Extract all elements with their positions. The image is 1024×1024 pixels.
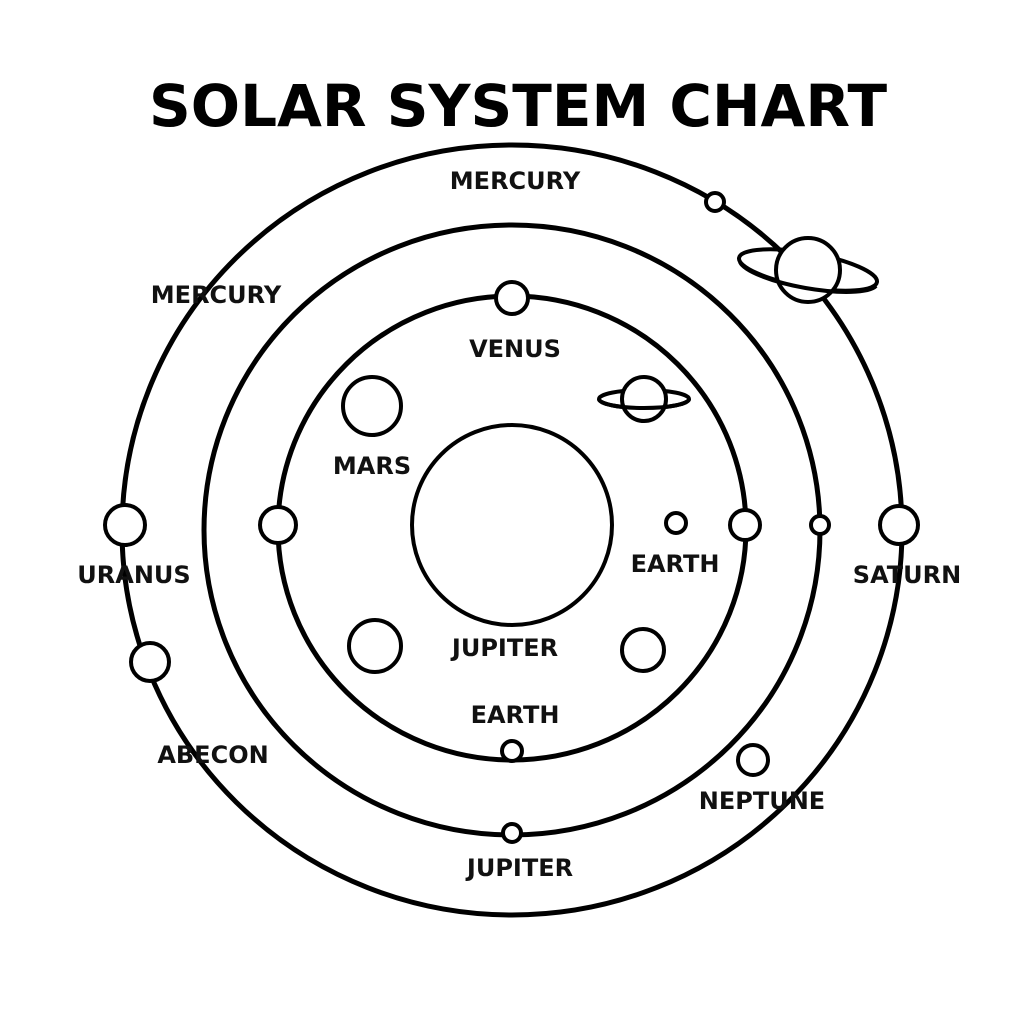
sun-circle	[410, 423, 614, 627]
label-mercury-top: MERCURY	[450, 167, 581, 195]
label-abecon: ABECON	[157, 741, 268, 769]
planet-dot-middle-right	[809, 514, 831, 536]
label-jupiter-bottom: JUPITER	[465, 854, 573, 882]
planet-dot-middle-bottom	[501, 822, 523, 844]
planet-dot-outer-top-right	[704, 191, 726, 213]
diagram-title: SOLAR SYSTEM CHART	[149, 72, 887, 140]
planet-inner-right	[728, 508, 762, 542]
planet-abecon	[129, 641, 171, 683]
planet-neptune	[736, 743, 770, 777]
label-neptune: NEPTUNE	[699, 787, 825, 815]
planet-earth-dot	[664, 511, 688, 535]
planet-inner-bottom	[500, 739, 524, 763]
label-mars: MARS	[333, 452, 411, 480]
planet-inner-left	[258, 505, 298, 545]
label-venus: VENUS	[469, 335, 561, 363]
planet-uranus	[103, 503, 147, 547]
label-earth-bottom: EARTH	[471, 701, 560, 729]
saturn-icon-large	[737, 236, 879, 304]
saturn-icon-small	[597, 375, 691, 423]
planet-venus	[494, 280, 530, 316]
planet-lower-right	[620, 627, 666, 673]
planet-saturn	[878, 504, 920, 546]
label-saturn: SATURN	[853, 561, 961, 589]
label-mercury-left: MERCURY	[151, 281, 282, 309]
label-uranus: URANUS	[77, 561, 190, 589]
label-earth-right: EARTH	[631, 550, 720, 578]
label-jupiter-center: JUPITER	[450, 634, 558, 662]
planet-mars	[341, 375, 403, 437]
planet-lower-left	[347, 618, 403, 674]
